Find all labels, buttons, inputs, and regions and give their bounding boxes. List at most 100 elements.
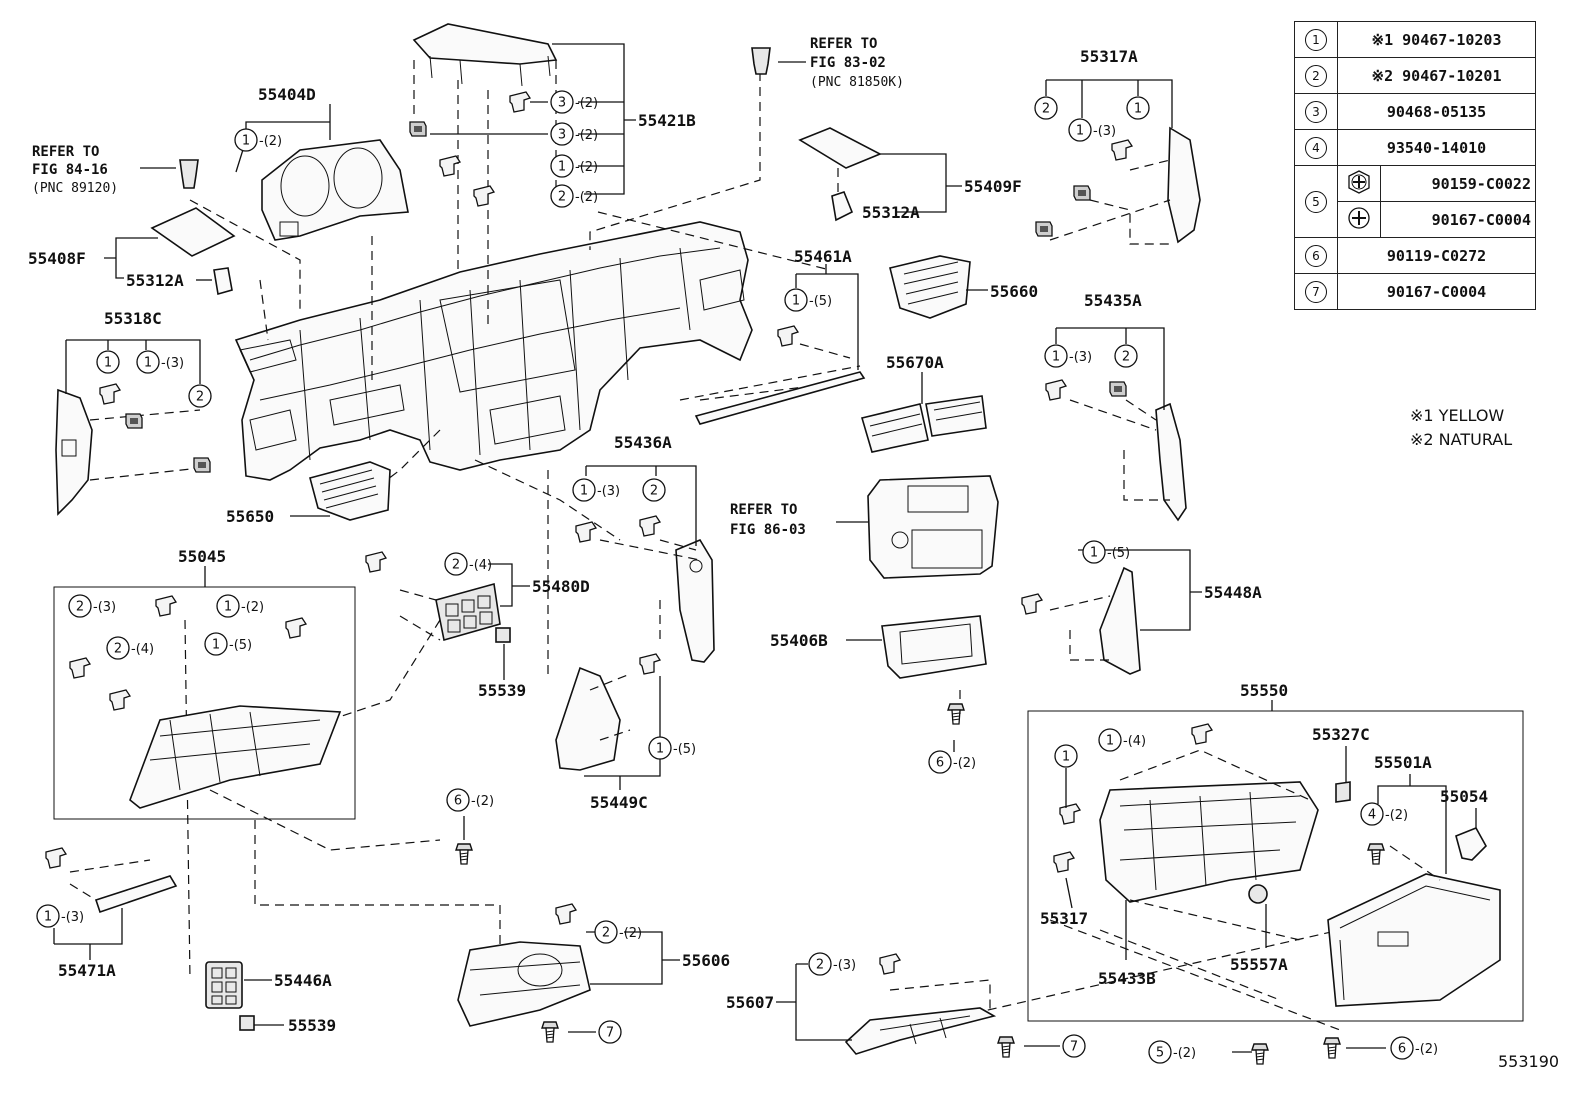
callout-2-icon: 2: [1114, 344, 1138, 368]
quantity-label: -(3): [61, 910, 84, 925]
label-55606: 55606: [682, 951, 730, 970]
callout-3-icon: 3-(2): [550, 90, 598, 114]
callout-6-icon: 6-(2): [928, 750, 976, 774]
plus-screw-icon: [1348, 169, 1370, 194]
cap-55539-mid: [495, 627, 511, 643]
trim-55471A: [45, 847, 178, 914]
callout-number: 3: [558, 96, 566, 111]
label-55045: 55045: [178, 547, 226, 566]
callout-2-icon: 2-(2): [594, 920, 642, 944]
callout-number: 1: [1134, 102, 1142, 117]
callout-4-icon: 4 -(2): [1360, 802, 1408, 826]
label-55501A: 55501A: [1374, 753, 1432, 772]
callout-number: 1: [580, 484, 588, 499]
note-yellow: ※1 YELLOW: [1410, 406, 1505, 425]
label-55406B: 55406B: [770, 631, 828, 650]
label-55650: 55650: [226, 507, 274, 526]
callout-1-icon: 1: [1126, 96, 1150, 120]
callout-1-icon: 1-(5): [784, 288, 832, 312]
label-55539-bottom: 55539: [288, 1016, 336, 1035]
label-55607: 55607: [726, 993, 774, 1012]
callout-1-icon: 1-(3): [36, 904, 84, 928]
refer-84-16-line3: (PNC 89120): [32, 181, 118, 196]
callout-6-icon: 6: [1305, 244, 1327, 267]
refer-83-02-line2: FIG 83-02: [810, 55, 886, 71]
label-55436A: 55436A: [614, 433, 672, 452]
callout-1-icon: 1-(3): [136, 350, 184, 374]
callout-number: 1: [1106, 734, 1114, 749]
screw-6-bottom: [1323, 1037, 1341, 1059]
quantity-label: -(2): [953, 756, 976, 771]
refer-84-16-line1: REFER TO: [32, 144, 99, 160]
label-55312A-right: 55312A: [862, 203, 920, 222]
quantity-label: -(3): [1093, 124, 1116, 139]
screw-7-right: [997, 1036, 1015, 1058]
audio-bezel-refer-86-03: [867, 475, 999, 579]
callout-number: 1: [242, 134, 250, 149]
bracket-55406B: [881, 615, 987, 725]
callout-1-icon: 1-(3): [572, 478, 620, 502]
assembly-leader-lines: [184, 72, 1341, 1031]
callout-leaders: [53, 43, 1477, 1053]
glove-box-housing: [1053, 723, 1351, 941]
callout-1-icon: 1-(2): [550, 154, 598, 178]
callout-number: 2: [452, 558, 460, 573]
callout-2-icon: 2: [1305, 64, 1327, 87]
switch-55480D: [365, 551, 501, 642]
callout-7-icon: 7: [1305, 280, 1327, 303]
note-natural: ※2 NATURAL: [1410, 430, 1513, 449]
callout-2-icon: 2-(3): [808, 952, 856, 976]
callout-number: 7: [1070, 1040, 1078, 1055]
callout-2-icon: 2-(4): [106, 636, 154, 660]
refer-86-03-line1: REFER TO: [730, 502, 797, 518]
parts-legend-table: 1 ※1 90467-10203 2 ※2 90467-10201 3 9046…: [1294, 21, 1536, 310]
callout-1-icon: 1-(5): [1082, 540, 1130, 564]
callout-3-icon: 3: [1305, 100, 1327, 123]
callout-number: 1: [1052, 350, 1060, 365]
callout-1-icon: 1: [1305, 28, 1327, 51]
callout-1-icon: 1: [1054, 744, 1078, 768]
quantity-label: -(2): [1385, 808, 1408, 823]
legend-row-5b: 90167-C0004: [1295, 201, 1536, 238]
label-55557A: 55557A: [1230, 955, 1288, 974]
callout-5-icon: 5: [1305, 190, 1327, 213]
callout-1-icon: 1-(2): [234, 128, 282, 152]
callout-number: 1: [212, 638, 220, 653]
callout-number: 2: [196, 390, 204, 405]
cluster-bezel-55404D: [261, 139, 409, 241]
label-55461A: 55461A: [794, 247, 852, 266]
label-55550: 55550: [1240, 681, 1288, 700]
callout-number: 7: [606, 1026, 614, 1041]
callout-1-icon: 1-(4): [1098, 728, 1146, 752]
label-55660: 55660: [990, 282, 1038, 301]
callout-number: 2: [650, 484, 658, 499]
callout-4-icon: 4: [1305, 136, 1327, 159]
callout-number: 1: [792, 294, 800, 309]
glove-box-door-55501A: [1327, 826, 1501, 1007]
quantity-label: -(3): [93, 600, 116, 615]
callout-number: 2: [602, 926, 610, 941]
callout-7-icon: 7: [598, 1020, 622, 1044]
legend-row-3: 3 90468-05135: [1294, 93, 1536, 130]
callout-number: 1: [144, 356, 152, 371]
callout-number: 4: [1368, 808, 1376, 823]
cover-55408F: [150, 207, 236, 257]
lower-cover-55606: [457, 903, 591, 1027]
label-55327C: 55327C: [1312, 725, 1370, 744]
callout-1-icon: 1 -(3): [1044, 344, 1092, 368]
screw-6-mid: [455, 843, 473, 865]
callout-number: 1: [1090, 546, 1098, 561]
figure-number: 553190: [1498, 1052, 1560, 1071]
callout-number: 1: [224, 600, 232, 615]
callout-2-icon: 2-(2): [550, 184, 598, 208]
legend-value-5a: 90159-C0022: [1380, 165, 1536, 202]
callout-1-icon: 1-(5): [204, 632, 252, 656]
label-55421B: 55421B: [638, 111, 696, 130]
quantity-label: -(3): [1069, 350, 1092, 365]
legend-row-2: 2 ※2 90467-10201: [1294, 57, 1536, 94]
bracket-55421B: [409, 23, 558, 207]
callout-number: 1: [558, 160, 566, 175]
callout-number: 2: [1122, 350, 1130, 365]
grommet-left: [179, 159, 199, 189]
label-55670A: 55670A: [886, 353, 944, 372]
